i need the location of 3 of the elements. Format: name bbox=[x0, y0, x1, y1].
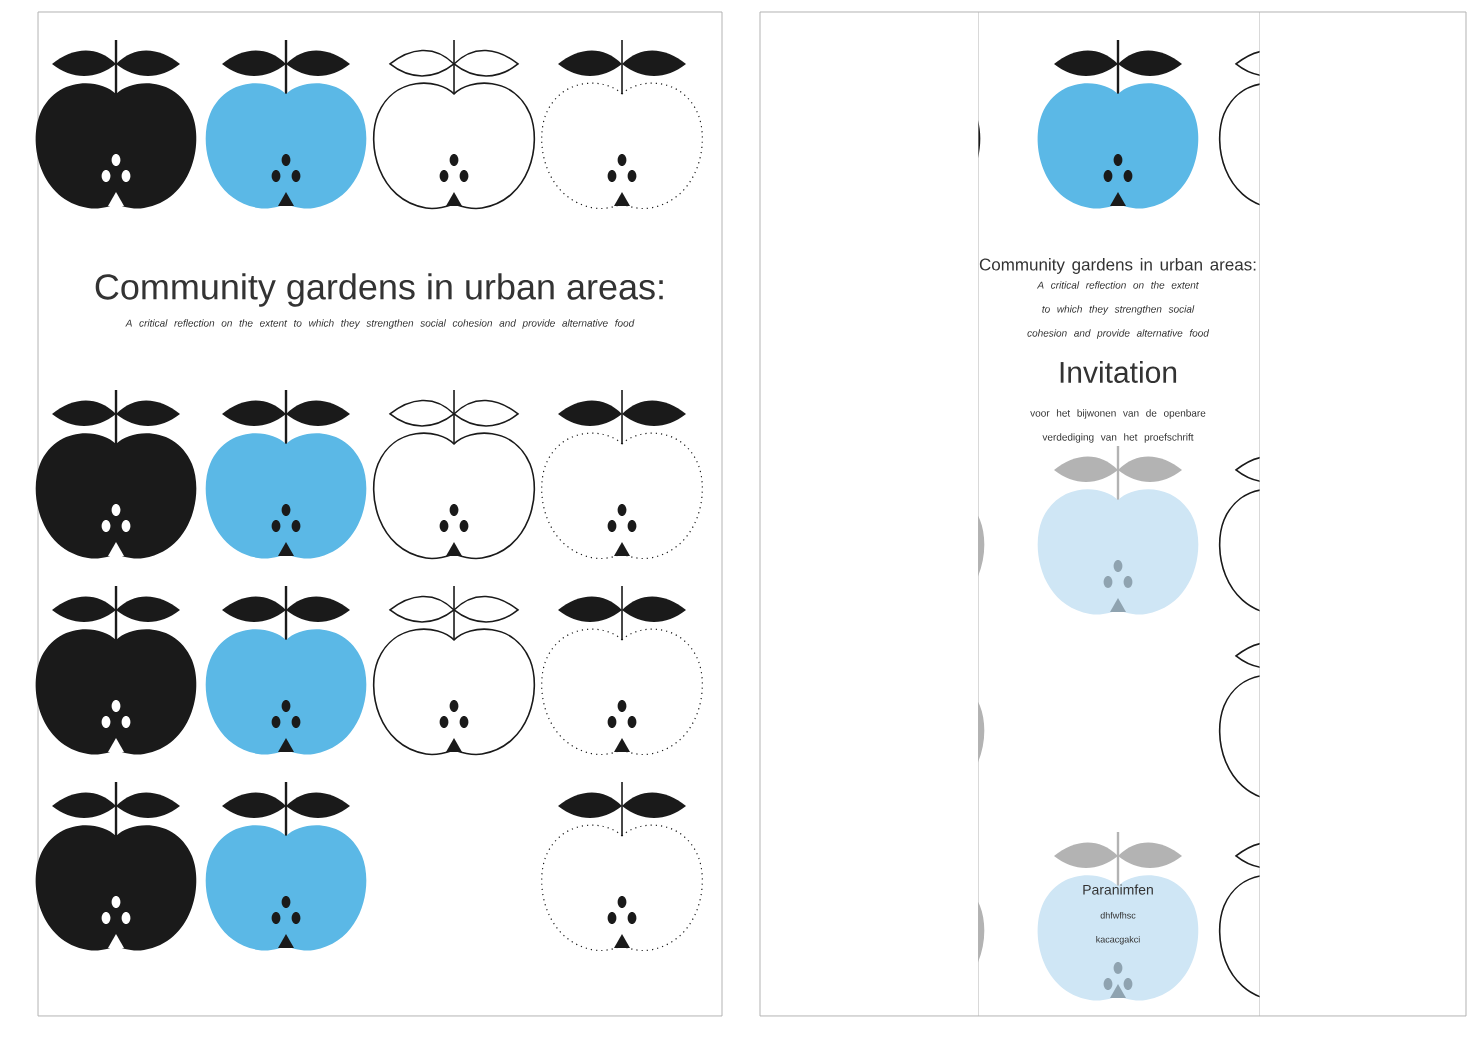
heading: Invitation bbox=[1060, 360, 1177, 383]
title: Community gardens in urban areas: bbox=[95, 273, 663, 307]
title: Community gardens in urban areas: bbox=[979, 258, 1256, 274]
